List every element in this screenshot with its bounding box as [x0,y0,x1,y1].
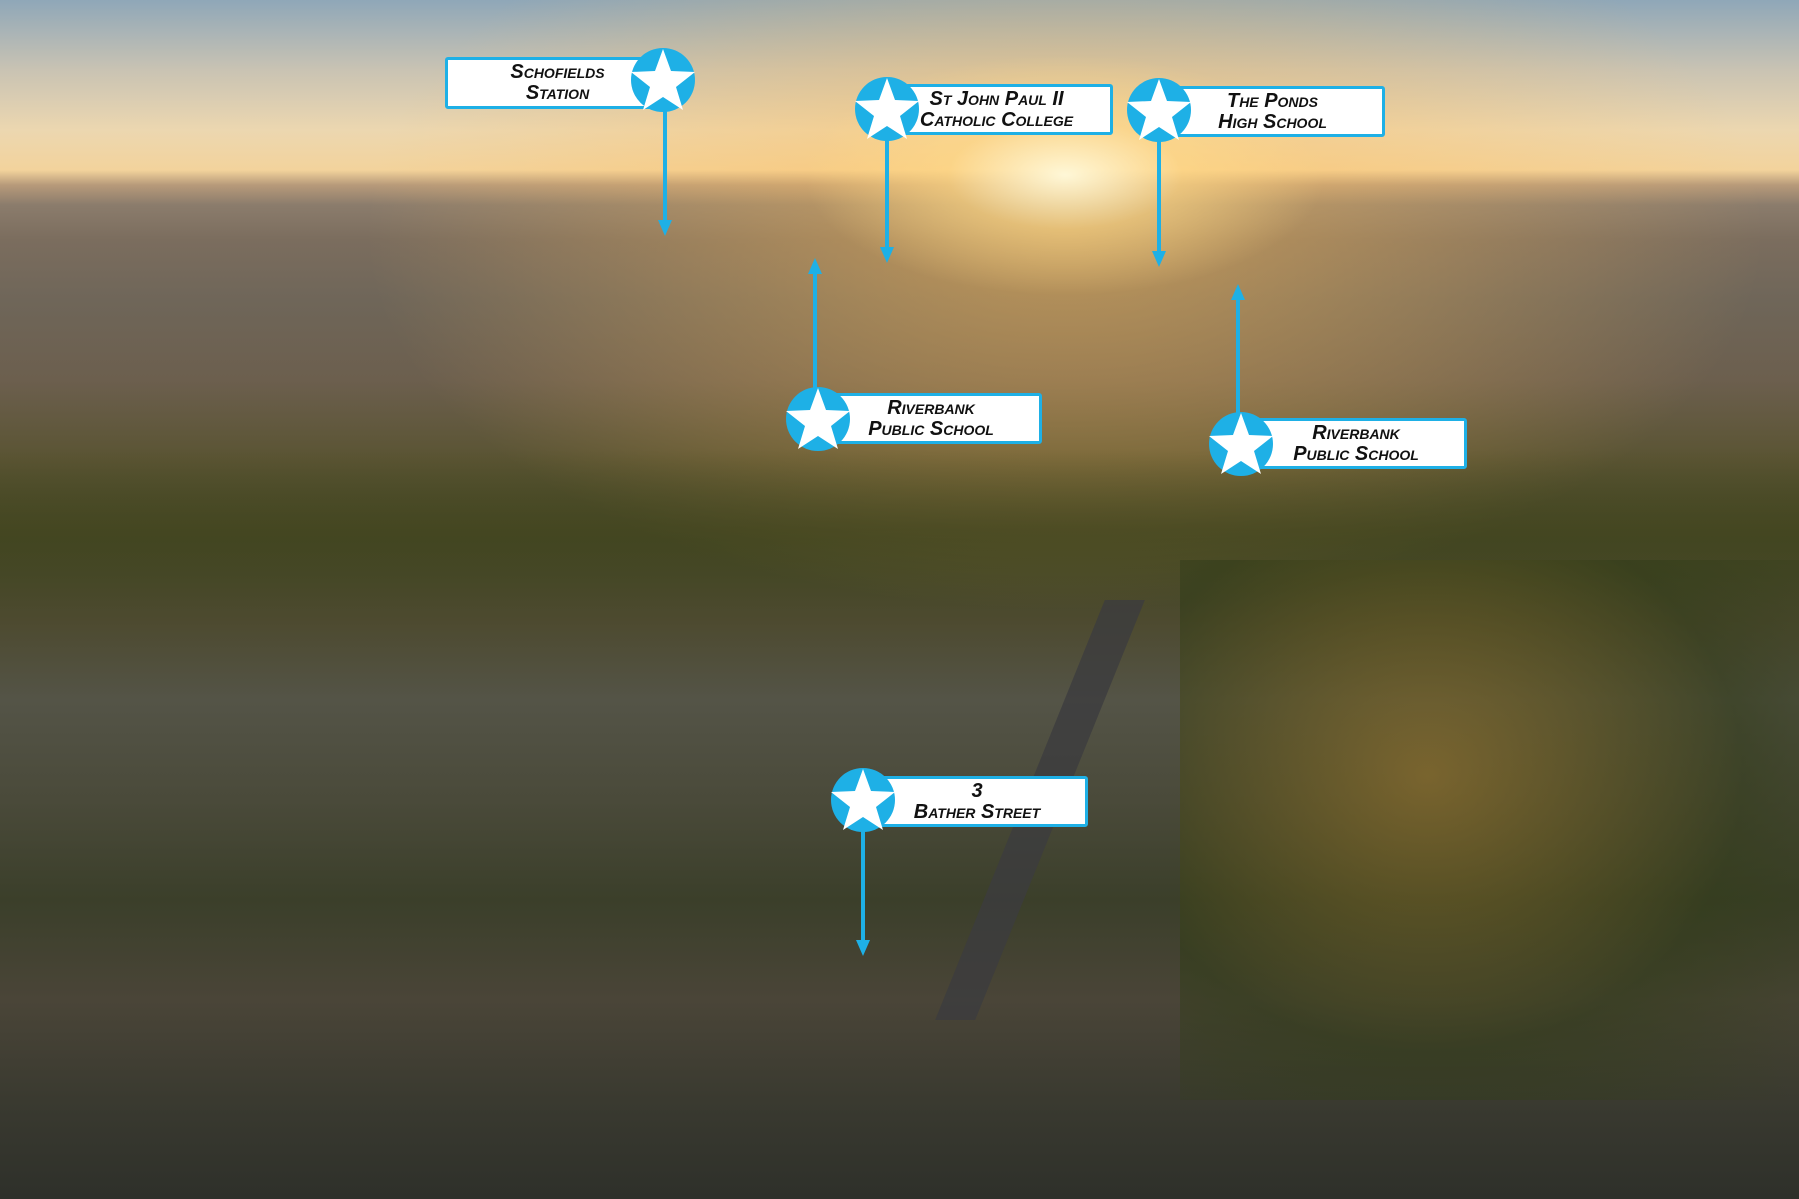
marker-label: Riverbank Public School [1245,418,1467,469]
label-line1: Riverbank [1312,421,1400,444]
label-line1: Riverbank [887,396,975,419]
marker-label: The Ponds High School [1160,86,1385,137]
label-line2: Station [525,82,590,104]
arrow-down-icon [856,826,870,956]
label-line2: Catholic College [919,108,1074,131]
star-icon [785,386,851,452]
star-icon [1126,77,1192,143]
label-line2: High School [1218,110,1327,133]
label-line2: Bather Street [913,800,1041,823]
arrow-up-icon [1231,284,1245,419]
label-line1: St John Paul II [929,87,1064,110]
marker-label: Riverbank Public School [820,393,1042,444]
label-line1: 3 [971,779,983,802]
star-icon [1208,411,1274,477]
arrow-down-icon [880,135,894,263]
arrow-up-icon [808,258,822,393]
arrow-down-icon [658,108,672,236]
label-line1: Schofields [510,61,605,83]
label-line2: Public School [868,417,994,440]
label-line1: The Ponds [1226,89,1318,112]
star-icon [854,76,920,142]
arrow-down-icon [1152,137,1166,267]
forest-right [1180,560,1799,1100]
star-icon [830,767,896,833]
label-line2: Public School [1293,442,1419,465]
star-icon [630,47,696,113]
marker-label: 3 Bather Street [866,776,1088,827]
